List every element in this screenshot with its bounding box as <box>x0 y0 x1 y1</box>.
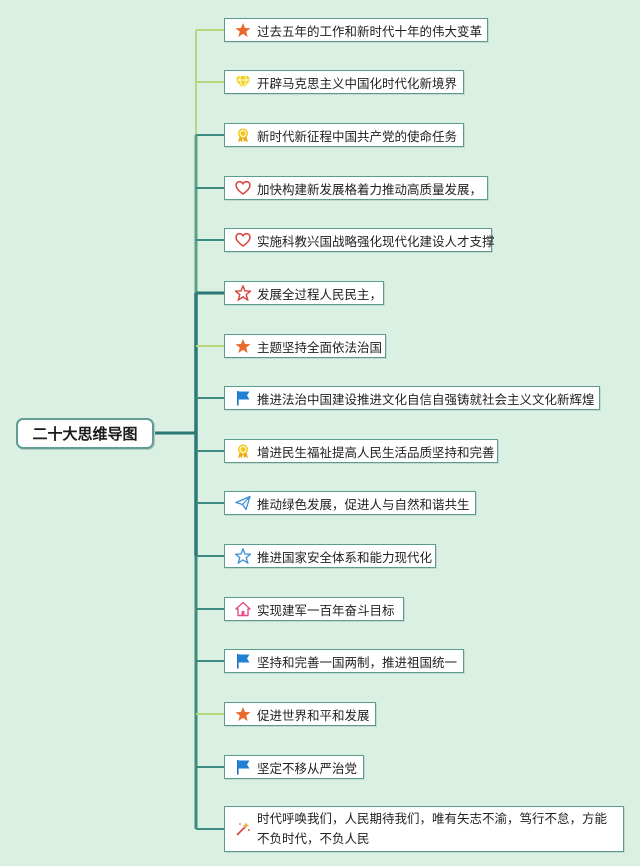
branch-label: 促进世界和平和发展 <box>257 707 370 723</box>
branch-node[interactable]: 促进世界和平和发展 <box>224 702 376 726</box>
flag-icon <box>235 653 251 669</box>
branch-node[interactable]: 推动绿色发展，促进人与自然和谐共生 <box>224 491 476 515</box>
flag-icon <box>235 390 251 406</box>
branch-node[interactable]: 坚持和完善一国两制，推进祖国统一 <box>224 649 464 673</box>
branch-label: 过去五年的工作和新时代十年的伟大变革 <box>257 23 483 39</box>
branch-label: 推进国家安全体系和能力现代化 <box>257 549 433 565</box>
branch-label: 新时代新征程中国共产党的使命任务 <box>257 128 458 144</box>
branch-label: 主题坚持全面依法治国 <box>257 339 383 355</box>
branch-node[interactable]: 实施科教兴国战略强化现代化建设人才支撑 <box>224 228 495 252</box>
star-outline-icon <box>235 548 251 564</box>
branch-node[interactable]: 坚定不移从严治党 <box>224 755 364 779</box>
branch-node[interactable]: 发展全过程人民民主， <box>224 281 384 305</box>
paper-plane-icon <box>235 495 251 511</box>
star-filled-icon <box>235 22 251 38</box>
branch-label: 加快构建新发展格着力推动高质量发展， <box>257 181 483 197</box>
branch-label: 实施科教兴国战略强化现代化建设人才支撑 <box>257 233 495 249</box>
root-node[interactable]: 二十大思维导图 <box>16 418 154 449</box>
star-outline-icon <box>235 285 251 301</box>
branch-node[interactable]: 实现建军一百年奋斗目标 <box>224 597 404 621</box>
branch-label: 时代呼唤我们，人民期待我们，唯有矢志不渝，笃行不怠，方能不负时代，不负人民 <box>257 811 608 846</box>
branch-label: 实现建军一百年奋斗目标 <box>257 602 395 618</box>
gem-icon <box>235 74 251 90</box>
branch-node[interactable]: 主题坚持全面依法治国 <box>224 334 386 358</box>
branch-label: 发展全过程人民民主， <box>257 286 383 302</box>
branch-node[interactable]: 开辟马克思主义中国化时代化新境界 <box>224 70 464 94</box>
heart-icon <box>235 180 251 196</box>
branch-node[interactable]: 推进国家安全体系和能力现代化 <box>224 544 436 568</box>
branch-label: 坚定不移从严治党 <box>257 760 358 776</box>
flag-icon <box>235 759 251 775</box>
house-icon <box>235 601 251 617</box>
branch-node[interactable]: 增进民生福祉提高人民生活品质坚持和完善 <box>224 439 498 463</box>
star-filled-icon <box>235 706 251 722</box>
branch-node[interactable]: 加快构建新发展格着力推动高质量发展， <box>224 176 488 200</box>
branch-node[interactable]: 过去五年的工作和新时代十年的伟大变革 <box>224 18 488 42</box>
branch-label: 推进法治中国建设推进文化自信自强铸就社会主义文化新辉煌 <box>257 391 595 407</box>
star-filled-icon <box>235 338 251 354</box>
root-title: 二十大思维导图 <box>32 425 138 443</box>
branch-node[interactable]: 推进法治中国建设推进文化自信自强铸就社会主义文化新辉煌 <box>224 386 600 410</box>
medal-icon <box>235 443 251 459</box>
branch-label: 开辟马克思主义中国化时代化新境界 <box>257 75 458 91</box>
branch-label: 坚持和完善一国两制，推进祖国统一 <box>257 654 458 670</box>
branch-label: 增进民生福祉提高人民生活品质坚持和完善 <box>257 444 495 460</box>
sparkle-icon <box>235 821 251 837</box>
branch-node[interactable]: 新时代新征程中国共产党的使命任务 <box>224 123 464 147</box>
heart-icon <box>235 232 251 248</box>
branch-node[interactable]: 时代呼唤我们，人民期待我们，唯有矢志不渝，笃行不怠，方能不负时代，不负人民 <box>224 806 624 852</box>
branch-label: 推动绿色发展，促进人与自然和谐共生 <box>257 496 470 512</box>
medal-icon <box>235 127 251 143</box>
